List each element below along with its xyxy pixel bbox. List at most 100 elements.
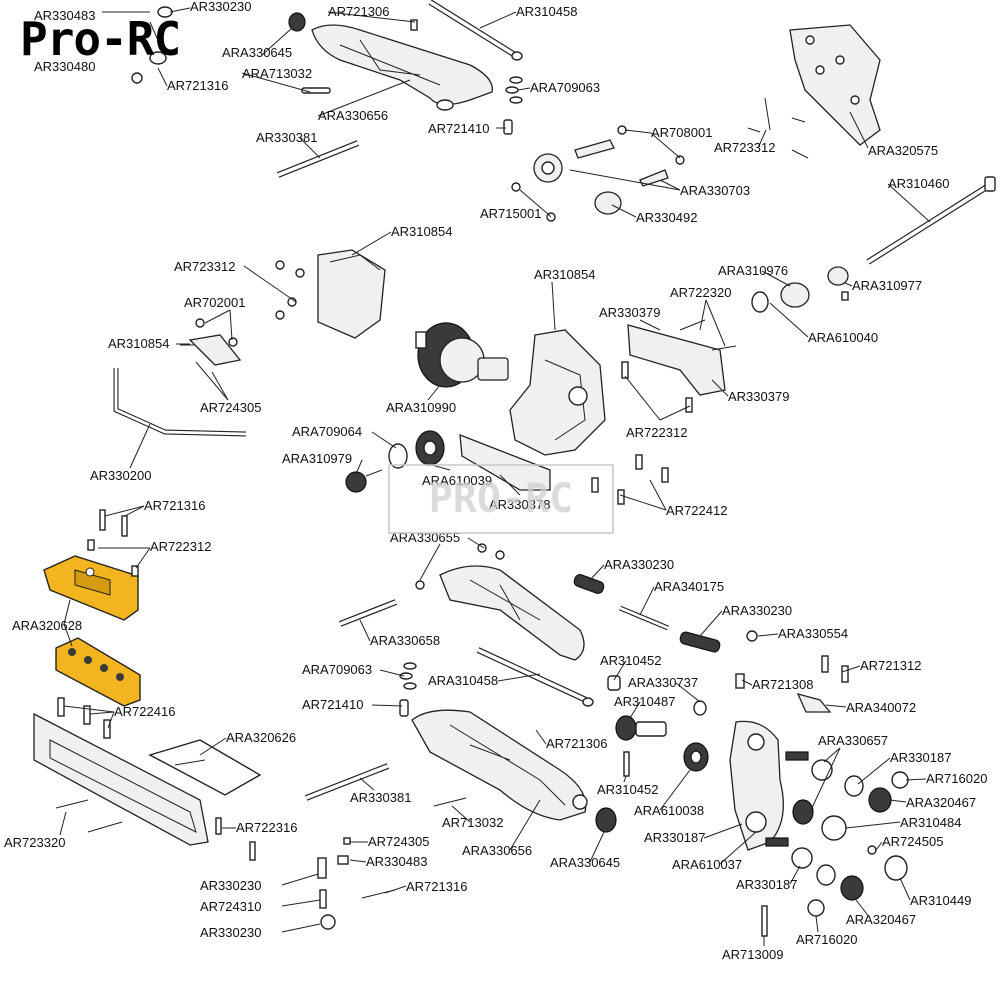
part-label: AR330187 [890, 750, 952, 765]
part-label: AR723312 [714, 140, 776, 155]
part-label: ARA330656 [462, 843, 533, 858]
part-label: AR330492 [636, 210, 698, 225]
part-label: ARA610039 [422, 473, 493, 488]
part-label: ARA330657 [818, 733, 889, 748]
part-label: ARA330230 [722, 603, 793, 618]
part-label: AR716020 [796, 932, 858, 947]
bottom-small-parts [317, 797, 467, 930]
part-label: AR721306 [328, 4, 390, 19]
part-label: AR330200 [90, 468, 152, 483]
part-label: AR702001 [184, 295, 246, 310]
part-label: ARA610037 [672, 857, 743, 872]
bearings-right [751, 266, 849, 313]
part-label: ARA320628 [12, 618, 83, 633]
gearbox-housing [509, 329, 606, 456]
part-label: AR708001 [651, 125, 713, 140]
part-label: AR310452 [597, 782, 659, 797]
pinion-bearing-middle [345, 430, 445, 493]
part-label: AR330187 [736, 877, 798, 892]
part-label: AR310449 [910, 893, 972, 908]
diff-outdrive-parts [511, 125, 685, 222]
misc-small-right [735, 655, 849, 713]
sway-bar [113, 368, 247, 437]
axle-and-bearings [595, 675, 814, 937]
upper-arm-bottom [439, 565, 585, 661]
part-label: AR713009 [722, 947, 784, 962]
part-label: ARA709063 [302, 662, 373, 677]
part-label: AR721312 [860, 658, 922, 673]
part-label: AR721316 [167, 78, 229, 93]
driveshaft-right [866, 176, 996, 265]
cover-screws [275, 260, 305, 320]
part-label: ARA330645 [550, 855, 621, 870]
part-label: AR724310 [200, 899, 262, 914]
lower-arm [411, 709, 588, 821]
screws-721316 [87, 509, 139, 577]
part-label: ARA320467 [906, 795, 977, 810]
gearbox-cover [317, 249, 386, 339]
part-label: AR330230 [200, 925, 262, 940]
part-label: AR722412 [666, 503, 728, 518]
hinge-block-320628-lower [55, 637, 141, 707]
shock-tower [789, 24, 881, 146]
part-label: AR722312 [626, 425, 688, 440]
part-label: AR721410 [302, 697, 364, 712]
differential [415, 322, 509, 388]
part-label: AR722316 [236, 820, 298, 835]
part-label: AR310458 [516, 4, 578, 19]
part-label: ARA310977 [852, 278, 923, 293]
watermark-logo: PRO-RC [388, 464, 614, 534]
brand-logo: Pro-RC [20, 12, 181, 66]
part-label: ARA310458 [428, 673, 499, 688]
part-label: ARA320626 [226, 730, 297, 745]
skid-plate [148, 739, 262, 796]
part-label: ARA320575 [868, 143, 939, 158]
part-label: AR330379 [728, 389, 790, 404]
part-label: AR310854 [391, 224, 453, 239]
part-label: AR330483 [34, 8, 96, 23]
part-label: AR721316 [144, 498, 206, 513]
part-label: AR330230 [200, 878, 262, 893]
part-label: AR721410 [428, 121, 490, 136]
part-label: AR722320 [670, 285, 732, 300]
top-left-small-parts [131, 6, 173, 84]
pins-722412 [591, 454, 669, 505]
part-label: AR310484 [900, 815, 962, 830]
part-label: AR330381 [256, 130, 318, 145]
part-label: AR713032 [442, 815, 504, 830]
shims-top [503, 76, 523, 135]
part-label: AR723320 [4, 835, 66, 850]
part-label: ARA310979 [282, 451, 353, 466]
part-label: AR330483 [366, 854, 428, 869]
part-label: AR330381 [350, 790, 412, 805]
pins-722416 [57, 697, 111, 739]
part-label: AR724305 [200, 400, 262, 415]
part-label: ARA340175 [654, 579, 725, 594]
shims-mid [399, 662, 417, 717]
hinge-block-320628-upper [43, 555, 139, 621]
part-label: ARA320467 [846, 912, 917, 927]
part-label: ARA310990 [386, 400, 457, 415]
clips-330655 [415, 543, 505, 590]
leader-lines [59, 7, 931, 946]
part-label: ARA610040 [808, 330, 879, 345]
part-label: AR715001 [480, 206, 542, 221]
part-label: AR721306 [546, 736, 608, 751]
turnbuckle [573, 574, 758, 653]
part-label: AR330187 [644, 830, 706, 845]
part-label: AR716020 [926, 771, 988, 786]
part-label: ARA709064 [292, 424, 363, 439]
part-label: ARA330658 [370, 633, 441, 648]
part-label: AR724505 [882, 834, 944, 849]
part-label: ARA713032 [242, 66, 313, 81]
link-bracket [180, 318, 242, 366]
upper-arm-top [288, 12, 493, 111]
part-label: ARA330703 [680, 183, 751, 198]
part-label: AR310452 [600, 653, 662, 668]
hinge-block-330379 [621, 319, 737, 413]
part-label: ARA330737 [628, 675, 699, 690]
wheel-hex-parts [807, 771, 909, 917]
ball-studs [765, 751, 833, 869]
part-label: AR330379 [599, 305, 661, 320]
